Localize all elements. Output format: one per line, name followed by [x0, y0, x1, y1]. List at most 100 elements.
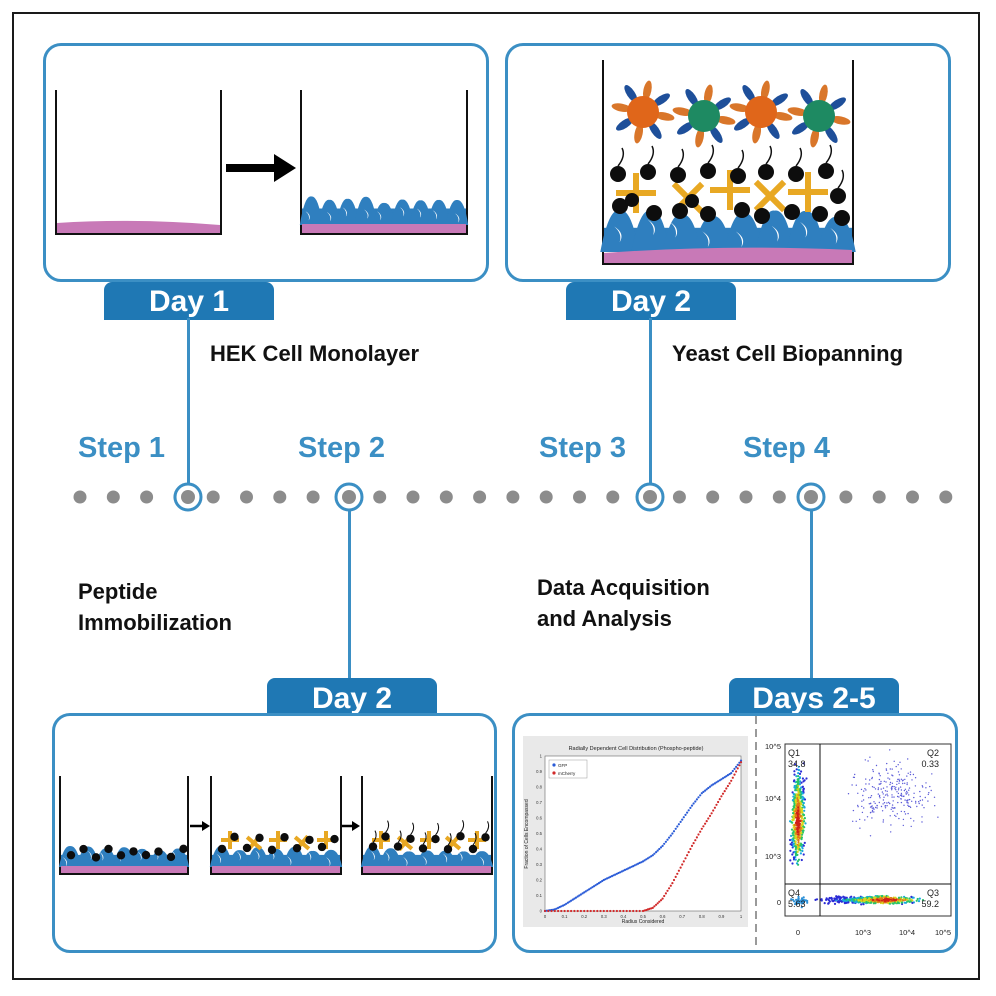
event-q2	[895, 815, 897, 818]
panel-peptide-immobilization	[52, 713, 497, 953]
bead	[700, 206, 716, 222]
series-point-mcherry	[602, 909, 605, 913]
event-q1	[799, 844, 802, 847]
event-q1	[792, 792, 795, 796]
event-q1	[794, 840, 797, 843]
series-point-gfp	[687, 809, 690, 812]
series-point-gfp	[591, 886, 594, 889]
event-q4	[800, 906, 803, 909]
hek-cell	[433, 850, 457, 867]
flow-xtick: 10^3	[855, 928, 871, 937]
bead	[784, 204, 800, 220]
bead	[625, 193, 639, 207]
series-point-gfp	[681, 818, 684, 821]
antibody	[810, 127, 820, 148]
event-q2	[854, 773, 856, 776]
series-point-mcherry	[648, 907, 651, 910]
event-q3	[918, 897, 921, 900]
event-q2	[896, 783, 898, 786]
bead	[672, 203, 688, 219]
event-q1	[797, 833, 800, 836]
antibody	[611, 103, 632, 113]
series-point-gfp	[718, 779, 721, 782]
event-q1	[801, 849, 804, 853]
event-q2	[882, 793, 884, 795]
bead	[217, 844, 227, 854]
series-point-gfp	[594, 884, 597, 887]
antibody	[752, 123, 762, 144]
series-point-mcherry	[550, 909, 553, 913]
event-q2	[903, 804, 905, 806]
event-q1	[795, 780, 798, 783]
event-q3	[820, 898, 823, 901]
series-point-gfp	[717, 780, 720, 783]
event-q2	[903, 789, 906, 792]
cell-gap	[99, 851, 104, 861]
event-q2	[869, 835, 872, 837]
series-point-gfp	[692, 802, 695, 805]
event-q2	[891, 789, 893, 791]
peptide-cross	[372, 831, 390, 849]
event-q1	[798, 776, 801, 780]
hek-cell	[379, 848, 402, 867]
cell-gap	[305, 211, 310, 221]
event-q3	[833, 897, 836, 900]
well-step-c	[361, 776, 493, 875]
event-q2	[910, 825, 912, 828]
line-plot-title: Radially Dependent Cell Distribution (Ph…	[569, 746, 704, 752]
quadrant-q1-name: Q1	[788, 748, 800, 758]
event-q3	[833, 902, 837, 905]
series-point-gfp	[679, 820, 682, 823]
series-point-mcherry	[566, 909, 569, 913]
event-q1	[792, 817, 796, 820]
line-plot-ytick: 0	[540, 909, 543, 914]
series-point-gfp	[656, 849, 659, 852]
series-point-mcherry	[726, 784, 729, 788]
cell-gap	[62, 857, 67, 867]
event-q2	[871, 786, 874, 788]
yeast-cell	[787, 84, 851, 148]
peptide-bar	[379, 831, 383, 849]
bead	[154, 847, 163, 856]
event-q4	[791, 898, 795, 901]
event-q4	[805, 899, 808, 902]
series-point-mcherry	[686, 854, 689, 857]
series-point-gfp	[563, 903, 566, 906]
event-q2	[889, 802, 891, 805]
antibody	[760, 80, 770, 101]
event-q1	[799, 829, 802, 832]
series-point-mcherry	[690, 844, 694, 847]
cell-gap	[771, 225, 779, 242]
event-q1	[794, 763, 797, 766]
peptide-bar	[753, 179, 787, 213]
event-q1	[805, 777, 808, 780]
event-q2	[869, 796, 872, 799]
event-q2	[908, 798, 911, 801]
event-q2	[919, 790, 921, 793]
event-q1	[793, 796, 796, 799]
event-q2	[877, 793, 879, 795]
event-q2	[888, 778, 891, 780]
cell-gap	[255, 850, 260, 860]
event-q3	[853, 899, 856, 902]
event-q3	[902, 897, 905, 900]
hek-cell	[631, 210, 670, 252]
event-q2	[892, 807, 894, 809]
antibody	[652, 93, 670, 107]
event-q1	[800, 858, 803, 862]
cell-gap	[702, 231, 710, 248]
series-point-gfp	[736, 763, 739, 766]
event-q2	[897, 792, 900, 795]
series-point-mcherry	[718, 798, 721, 801]
event-q3	[917, 900, 921, 903]
event-q1	[792, 834, 795, 837]
series-point-mcherry	[671, 882, 674, 885]
event-q1	[802, 804, 805, 807]
series-point-mcherry	[563, 909, 566, 913]
series-point-gfp	[583, 891, 586, 894]
event-q1	[799, 806, 802, 809]
series-point-gfp	[641, 860, 645, 863]
step-1-label: Step 1	[78, 432, 166, 464]
event-q3	[847, 901, 850, 904]
